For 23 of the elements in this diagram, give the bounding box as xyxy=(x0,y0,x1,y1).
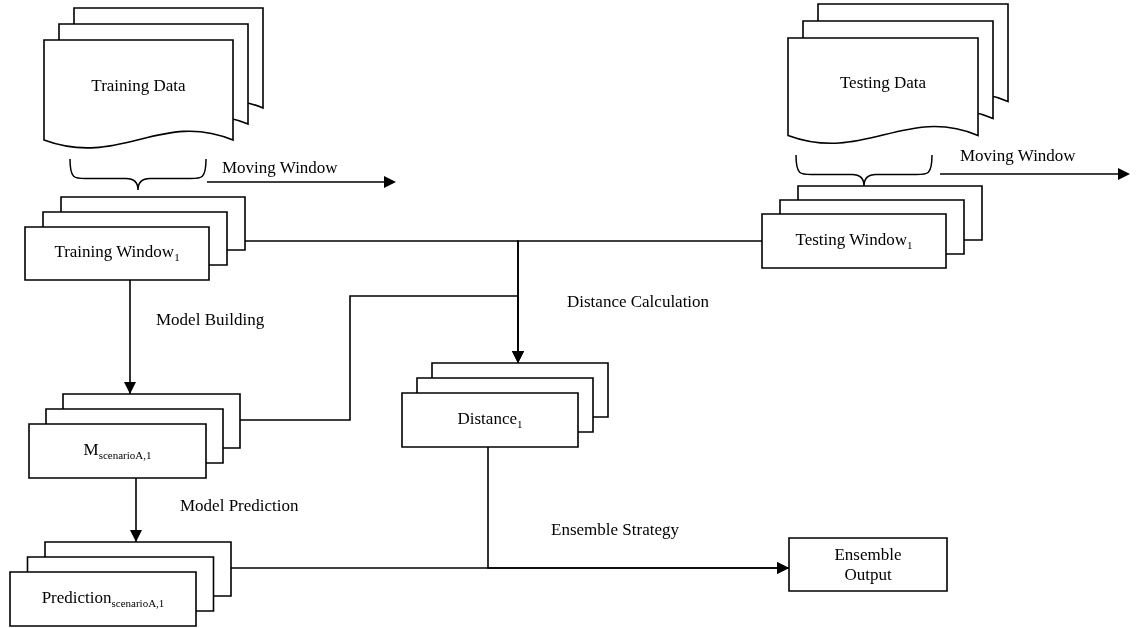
stacked-box xyxy=(762,186,982,268)
node-label: Training Window$_{1}$ xyxy=(54,242,180,265)
connector-arrow xyxy=(124,279,136,395)
edge-label: Ensemble Strategy xyxy=(551,520,679,540)
edge-label: Model Building xyxy=(156,310,265,330)
direction-label: Moving Window xyxy=(222,158,338,178)
stacked-box xyxy=(29,394,240,478)
node-label: Ensemble Output xyxy=(833,544,903,585)
direction-label: Moving Window xyxy=(960,146,1076,166)
edge-label: Model Prediction xyxy=(180,496,299,516)
node-label: Distance$_{1}$ xyxy=(457,409,523,431)
stacked-box xyxy=(25,197,245,280)
node-label: Testing Window$_{1}$ xyxy=(795,230,913,252)
edge-label: Distance Calculation xyxy=(567,292,710,312)
node-label: Prediction$_{scenarioA,1}$ xyxy=(41,588,165,610)
stacked-box xyxy=(10,542,231,626)
node-label: Testing Data xyxy=(839,73,927,93)
connector-arrow xyxy=(487,446,790,574)
node-label: Training Data xyxy=(91,76,186,96)
node-label: M$_{scenarioA,1}$ xyxy=(83,440,152,462)
connector-arrow xyxy=(130,477,142,543)
process-box xyxy=(789,538,947,591)
stacked-box xyxy=(402,363,608,447)
